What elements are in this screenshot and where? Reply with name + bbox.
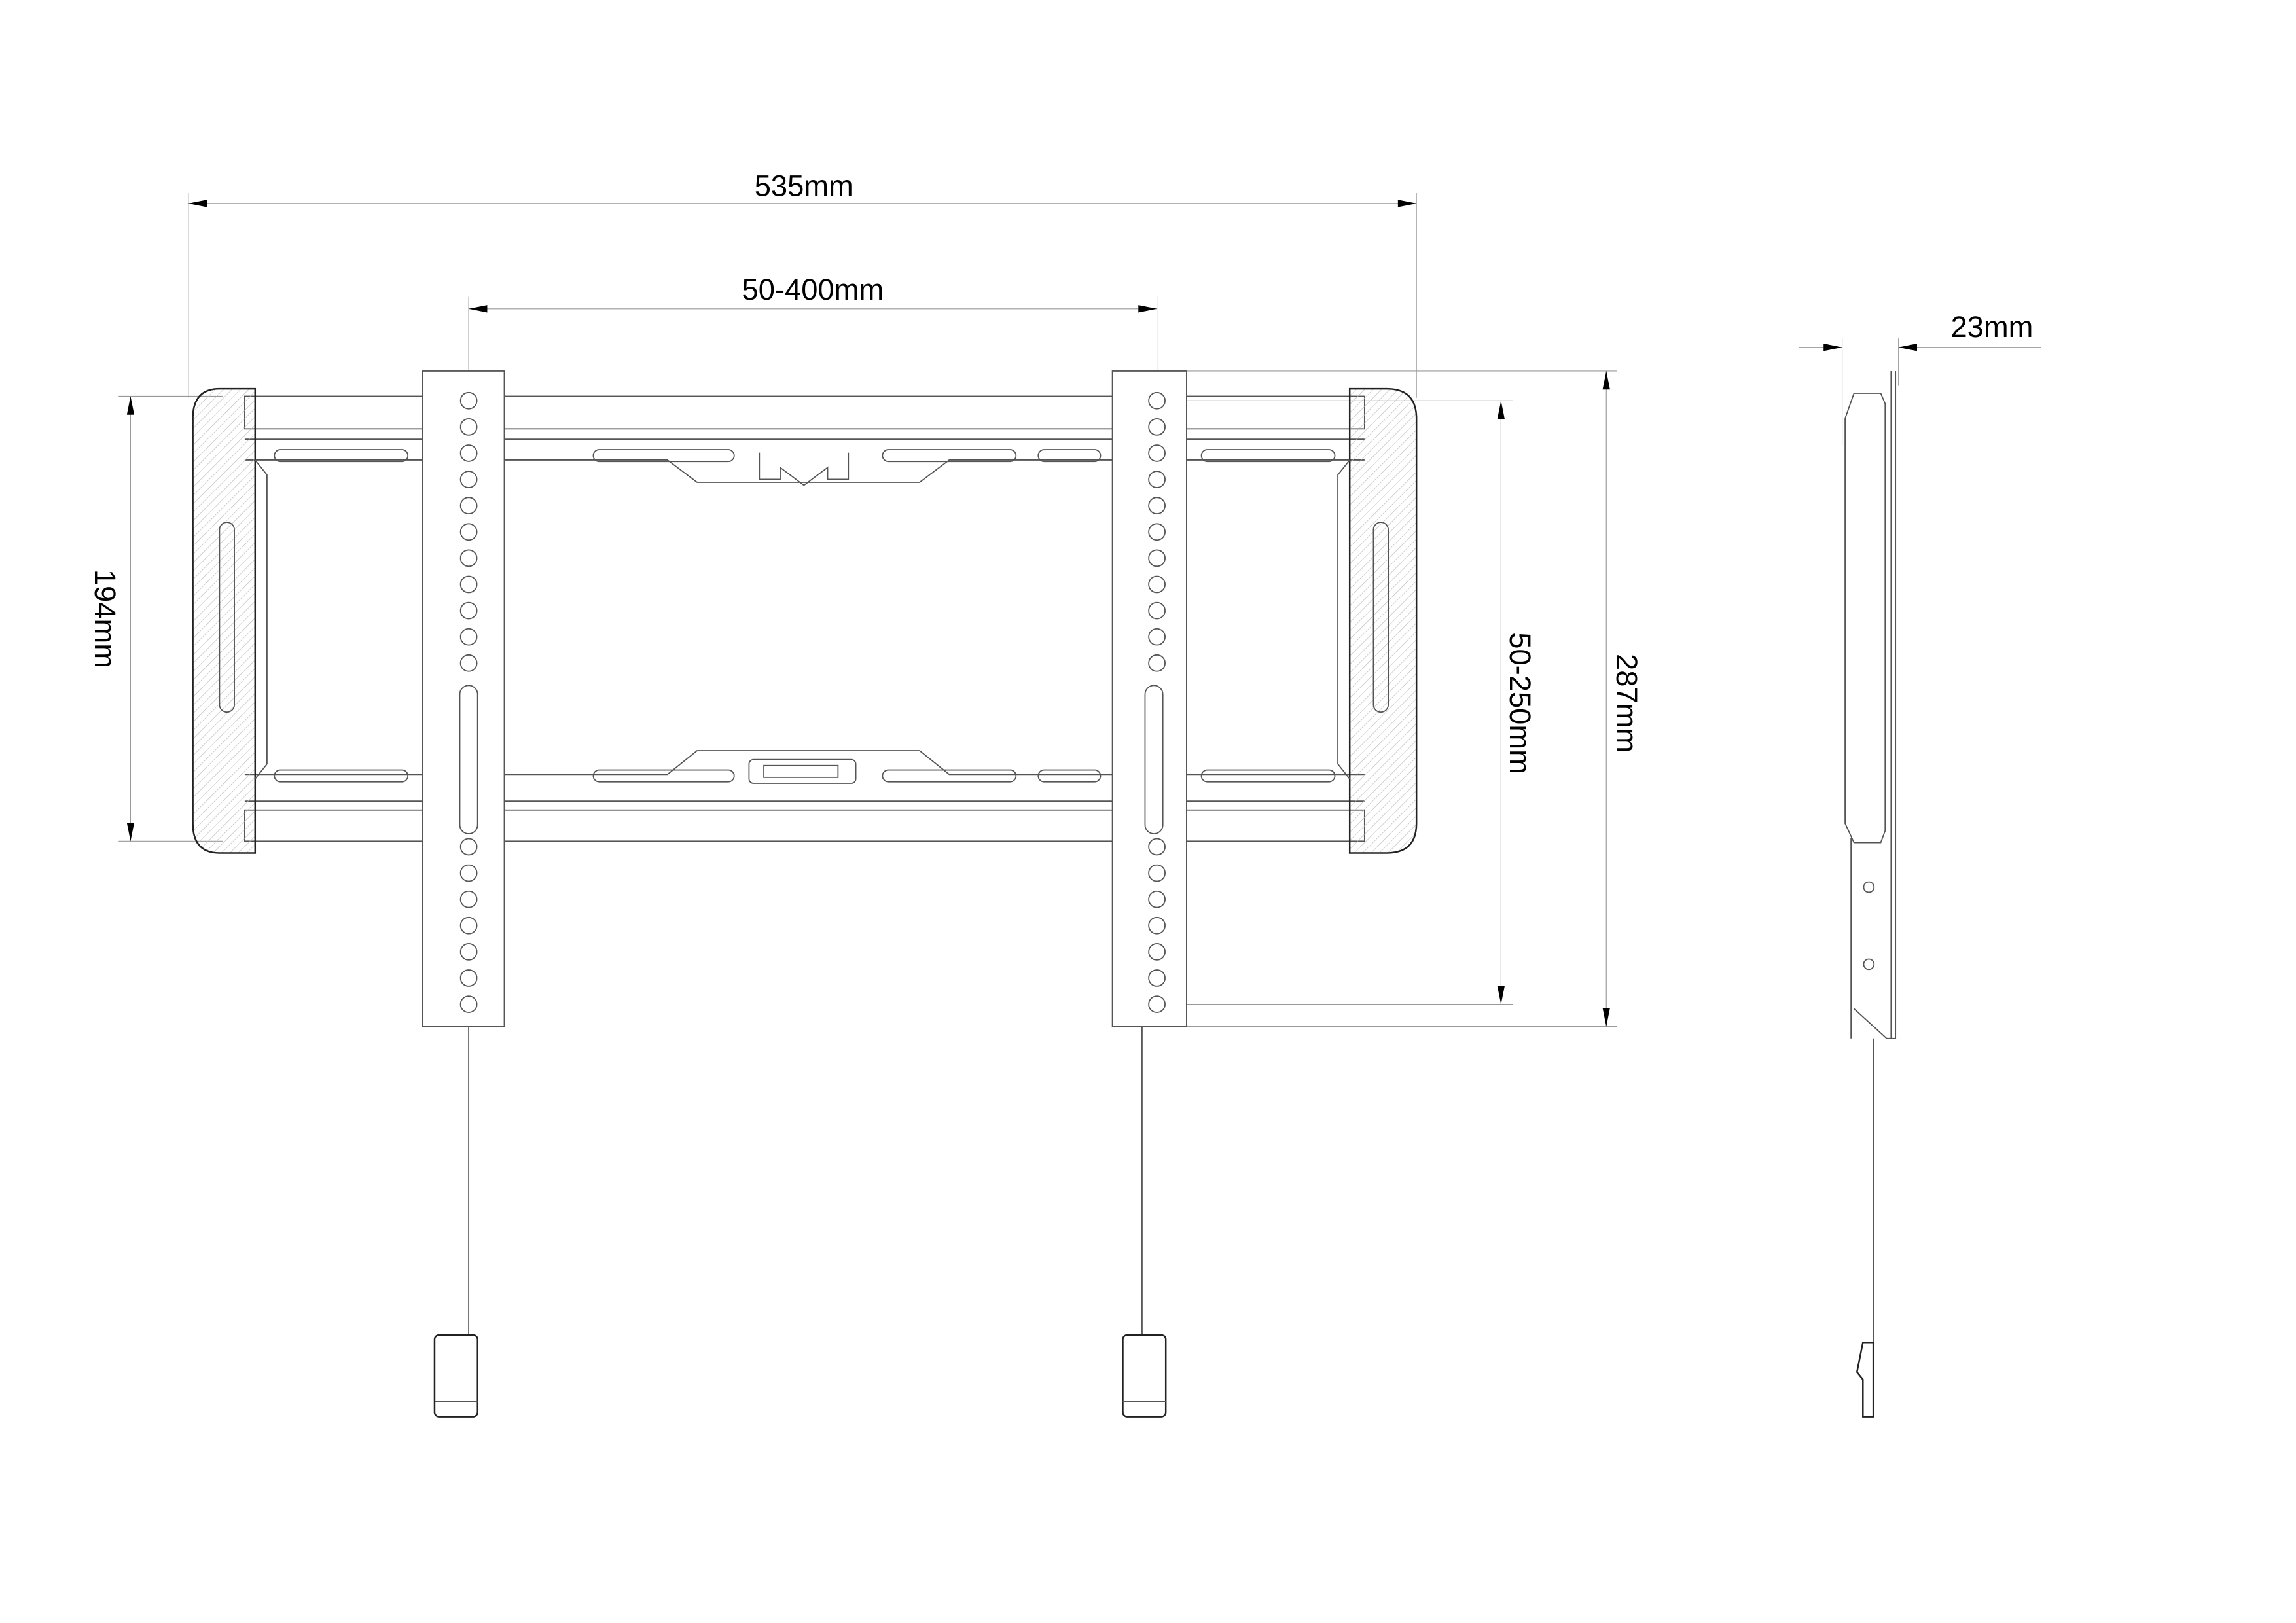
left-cord-pull-weight bbox=[433, 1334, 478, 1418]
mounting-hole bbox=[1148, 575, 1166, 594]
mounting-hole bbox=[459, 890, 478, 908]
mounting-hole bbox=[459, 549, 478, 567]
mounting-hole bbox=[459, 995, 478, 1013]
mounting-hole bbox=[459, 969, 478, 987]
dimension-vesa-vertical: 50-250mm bbox=[1164, 400, 1537, 1005]
dimension-overall-width: 535mm bbox=[188, 169, 1417, 398]
mounting-hole bbox=[1148, 864, 1166, 882]
dimension-frame-height: 194mm bbox=[88, 395, 223, 842]
vesa-horizontal-label: 50-400mm bbox=[742, 273, 884, 306]
overall-width-label: 535mm bbox=[755, 169, 853, 203]
mounting-hole bbox=[1148, 418, 1166, 436]
mounting-hole bbox=[1148, 601, 1166, 620]
mounting-hole bbox=[459, 471, 478, 488]
mounting-hole bbox=[459, 943, 478, 961]
mounting-hole bbox=[1148, 654, 1166, 672]
mounting-hole bbox=[1148, 916, 1166, 935]
vesa-vertical-label: 50-250mm bbox=[1503, 632, 1537, 774]
mounting-hole bbox=[459, 523, 478, 541]
mounting-hole bbox=[1148, 838, 1166, 856]
left-side-pad bbox=[192, 387, 268, 854]
mounting-hole bbox=[1148, 497, 1166, 515]
dimension-vesa-horizontal: 50-400mm bbox=[468, 273, 1158, 389]
brand-logo bbox=[759, 452, 850, 486]
mounting-hole bbox=[459, 838, 478, 856]
right-vertical-strip bbox=[1111, 370, 1187, 1418]
mounting-hole bbox=[1148, 391, 1166, 410]
dimension-overall-height: 287mm bbox=[1186, 370, 1643, 1027]
right-cord-pull-weight bbox=[1122, 1334, 1167, 1418]
depth-label: 23mm bbox=[1950, 310, 2033, 344]
mounting-hole bbox=[1148, 628, 1166, 646]
mounting-hole bbox=[459, 916, 478, 935]
mounting-hole bbox=[1148, 943, 1166, 961]
side-view: 23mm bbox=[1799, 310, 2041, 1418]
left-vertical-strip bbox=[422, 370, 505, 1418]
mounting-hole bbox=[1148, 444, 1166, 462]
mounting-hole bbox=[1148, 471, 1166, 488]
mounting-hole bbox=[459, 497, 478, 515]
mounting-hole bbox=[459, 444, 478, 462]
mounting-hole bbox=[1148, 969, 1166, 987]
mounting-hole bbox=[459, 575, 478, 594]
frame-height-label: 194mm bbox=[88, 569, 122, 668]
mounting-hole bbox=[459, 628, 478, 646]
mounting-hole bbox=[459, 654, 478, 672]
overall-height-label: 287mm bbox=[1610, 654, 1643, 753]
mounting-hole bbox=[1148, 890, 1166, 908]
mounting-hole bbox=[1148, 995, 1166, 1013]
mounting-hole bbox=[459, 601, 478, 620]
mounting-hole bbox=[459, 864, 478, 882]
mounting-hole bbox=[1148, 549, 1166, 567]
right-side-pad bbox=[1337, 387, 1418, 854]
mounting-hole bbox=[1148, 523, 1166, 541]
frame-slots bbox=[274, 449, 1336, 784]
front-view-frame bbox=[244, 395, 1365, 842]
mounting-hole bbox=[459, 391, 478, 410]
mounting-hole bbox=[459, 418, 478, 436]
